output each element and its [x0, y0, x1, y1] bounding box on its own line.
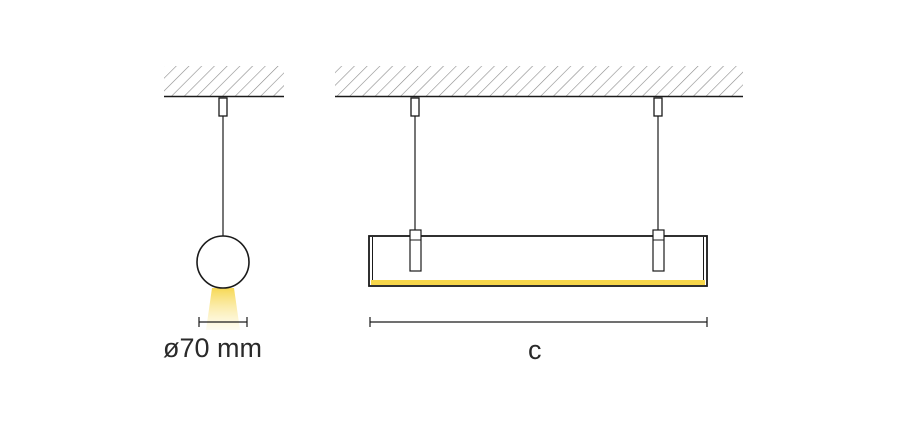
ceiling-mount-1: [410, 97, 420, 117]
diameter-dimension: [198, 317, 248, 327]
light-beam: [206, 288, 240, 330]
ceiling-hatch-left: [164, 66, 284, 96]
front-view: [335, 66, 743, 327]
led-strip: [371, 280, 705, 285]
end-view: [164, 66, 284, 330]
ceiling-hatch-right: [335, 66, 743, 96]
length-dimension: [369, 317, 708, 327]
length-label: c: [528, 335, 542, 365]
cable-clamp-2: [652, 229, 665, 272]
diameter-label: ø70 mm: [163, 333, 263, 363]
cable-clamp-1: [409, 229, 422, 272]
ceiling-mount-left: [218, 97, 228, 117]
ceiling-mount-2: [653, 97, 663, 117]
luminaire-profile-circle: [196, 235, 250, 289]
luminaire-body: [368, 235, 708, 287]
